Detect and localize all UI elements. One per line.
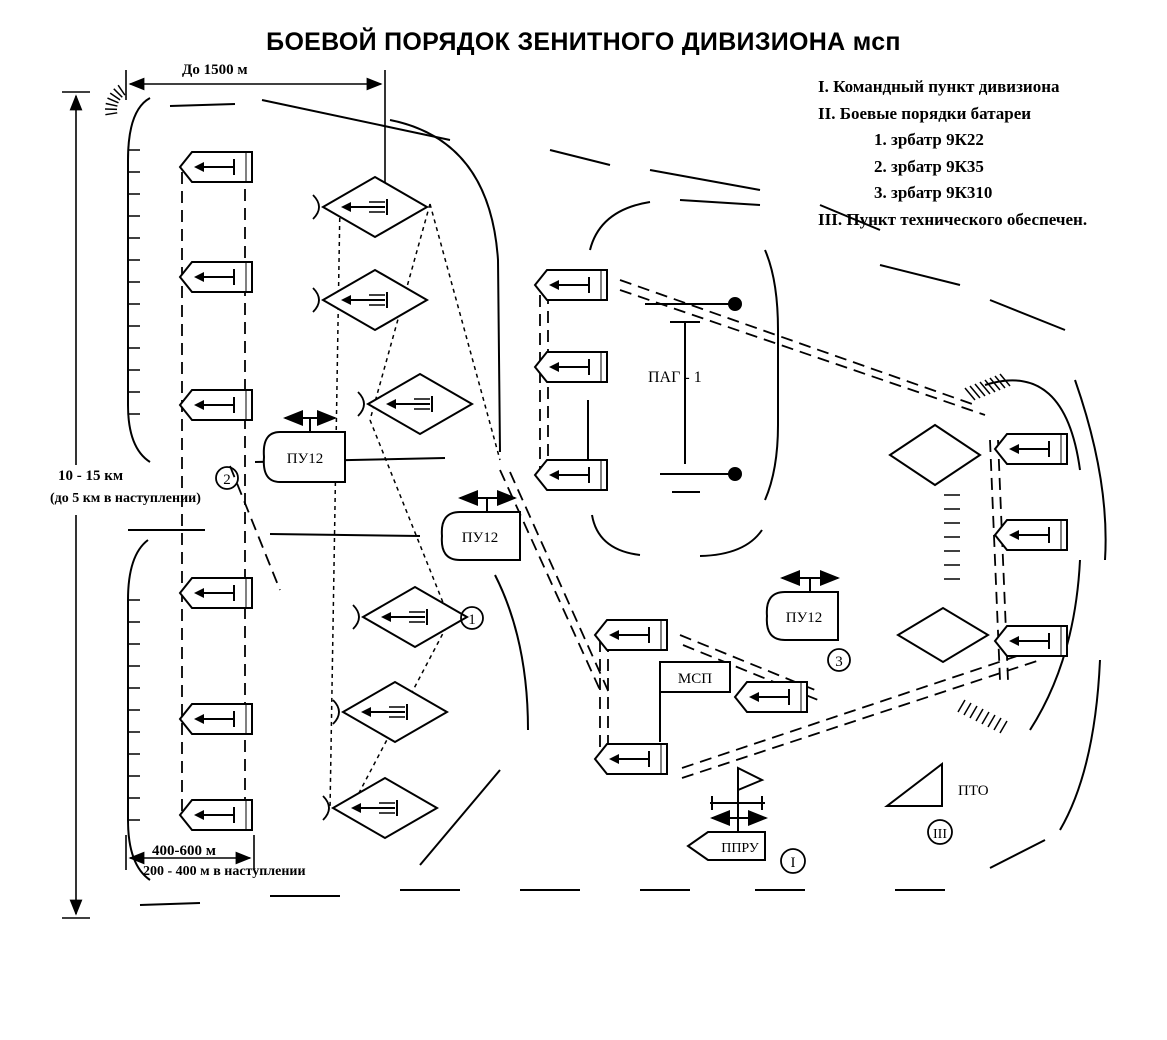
width-label: До 1500 м [182,62,248,78]
svg-text:2: 2 [223,472,231,488]
pu12-right: ПУ12 [765,570,840,641]
legend-item-battery-1: 1. зрбатр 9К22 [874,130,984,149]
launcher-flag-12 [733,681,808,713]
launcher-9k22-1 [312,175,430,239]
diamond-2 [896,606,990,664]
battery-1-launchers [312,175,475,840]
msp-command-post: МСП [659,661,731,742]
depth-attack-label: (до 5 км в наступлении) [50,491,201,506]
launcher-9k22-4 [352,585,470,649]
pag-1-area [587,199,779,557]
svg-text:III: III [933,827,947,842]
legend-item-battery-2: 2. зрбатр 9К35 [874,156,984,176]
launcher-flag-5 [178,703,253,735]
marker-command-post: I [780,848,806,874]
pu12-left-label: ПУ12 [287,451,323,467]
launcher-flag-10 [593,619,668,651]
launcher-flag-7 [533,269,608,301]
launcher-9k22-5 [332,680,450,744]
legend-item-battery-orders: II. Боевые порядки батареи [818,103,1032,123]
pu12-center: ПУ12 [440,490,521,561]
ppru-label: ППРУ [721,841,759,856]
launcher-flag-9 [533,459,608,491]
pu12-center-label: ПУ12 [462,530,498,546]
pto-point: ПТО [884,761,989,807]
marker-battery-2: 2 [215,466,239,490]
launcher-flag-6 [178,799,253,831]
marker-battery-3: 3 [827,648,851,672]
pag-1-label: ПАГ - 1 [648,369,702,386]
svg-text:I: I [791,855,796,871]
dimension-lines [62,70,386,919]
svg-text:3: 3 [835,654,843,670]
launcher-9k22-6 [322,776,440,840]
division-boundary [139,99,1107,906]
depth-label: 10 - 15 км [58,468,124,484]
pu12-left: ПУ12 [262,410,346,483]
marker-tech-point: III [927,819,953,845]
legend-item-tech-point: III. Пункт технического обеспечен. [818,209,1088,229]
launcher-flag-2 [178,261,253,293]
launcher-9k22-3 [357,372,475,436]
interval-attack-label: 200 - 400 м в наступлении [143,864,306,879]
pto-label: ПТО [958,783,989,799]
msp-label: МСП [678,671,712,687]
launcher-flag-3 [178,389,253,421]
launcher-flag-14 [993,519,1068,551]
connection-lines [181,170,1041,830]
legend: I. Командный пункт дивизиона II. Боевые … [818,74,1087,233]
launcher-flag-15 [993,625,1068,657]
legend-item-command-post: I. Командный пункт дивизиона [818,77,1060,96]
launcher-flag-1 [178,151,253,183]
legend-item-battery-3: 3. зрбатр 9К310 [874,183,993,202]
pu12-right-label: ПУ12 [786,610,822,626]
launcher-flags [178,151,1068,831]
marker-battery-1: 1 [460,606,484,630]
launcher-flag-8 [533,351,608,383]
launcher-flag-13 [993,433,1068,465]
diagram-title: БОЕВОЙ ПОРЯДОК ЗЕНИТНОГО ДИВИЗИОНА мсп [266,28,901,56]
battery-3-diamonds [888,423,990,664]
launcher-flag-11 [593,743,668,775]
svg-text:1: 1 [468,612,476,628]
terrain-hatching [104,84,1011,821]
launcher-9k22-2 [312,268,430,332]
launcher-flag-4 [178,577,253,609]
diamond-1 [888,423,982,487]
ppru-command-post: ППРУ [686,766,768,861]
battery-2-zone [127,97,529,881]
